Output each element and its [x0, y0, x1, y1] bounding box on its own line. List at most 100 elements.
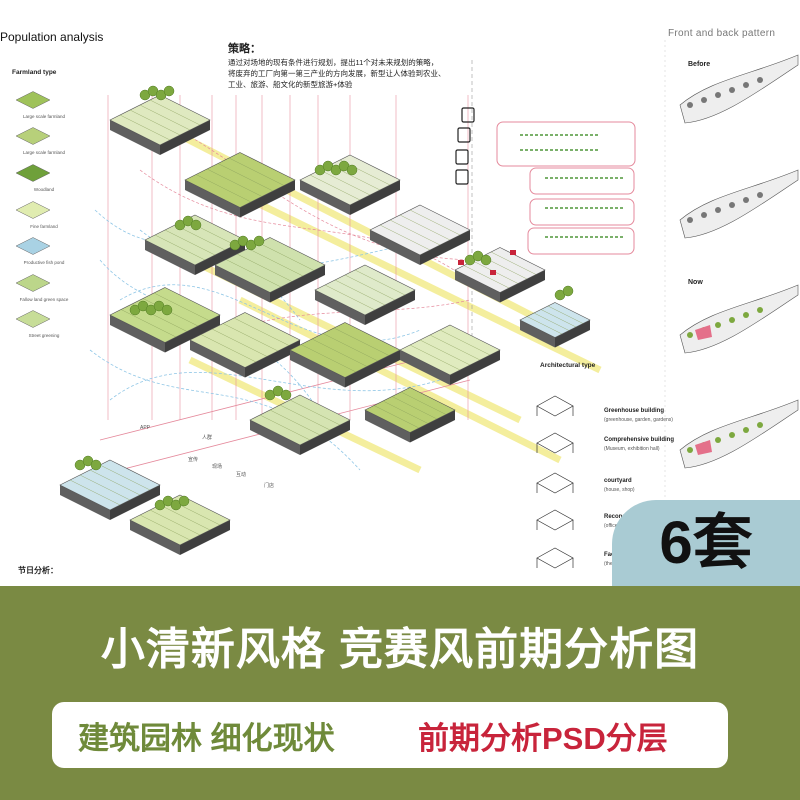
site-tile [249, 394, 351, 446]
site-tile-stripe [333, 327, 390, 356]
site-tile-stripe [463, 265, 510, 289]
site-tile-stripe [164, 229, 216, 256]
page-title: Population analysis [0, 30, 104, 44]
tree-cluster [161, 304, 173, 316]
flow-line [99, 259, 331, 431]
site-tile-stripe [540, 309, 577, 328]
site-tile-stripe [79, 474, 131, 501]
tree-cluster [90, 459, 102, 471]
terrain-sketch [679, 399, 799, 469]
site-tile [289, 322, 401, 378]
device-icon [455, 169, 469, 185]
terrain-tree [715, 92, 721, 98]
site-tile-stripe [382, 400, 429, 424]
before-label: Before [688, 61, 711, 68]
site-tile-stripe [247, 248, 304, 277]
site-tile-side [190, 340, 245, 378]
site-tile-side [455, 270, 500, 303]
site-tile-stripe [389, 219, 441, 246]
pattern-title: Front and back pattern [668, 28, 776, 39]
device-icon [455, 149, 469, 165]
terrain-tree [757, 307, 763, 313]
site-tile-side [290, 350, 345, 388]
site-tile-stripe [236, 253, 293, 282]
flow-line [159, 119, 481, 261]
farmland-thumb [15, 127, 51, 145]
site-tile-side [130, 520, 180, 555]
site-tile-stripe [222, 323, 279, 352]
set-count-badge [612, 500, 800, 586]
tree-cluster [178, 495, 190, 507]
site-tile [184, 152, 296, 208]
site-tile-stripe [373, 405, 420, 429]
farmland-label: Large scale farmland [22, 114, 66, 119]
terrain-tree [757, 422, 763, 428]
site-tile-side [160, 120, 210, 155]
site-tile-side [520, 320, 555, 348]
terrain-tree [715, 322, 721, 328]
tag-pill [52, 702, 728, 768]
set-count-text: 6套 [659, 509, 753, 576]
site-tile-side [315, 290, 365, 325]
site-tile-side [165, 315, 220, 353]
terrain-tree [701, 212, 707, 218]
building-sketch [536, 547, 574, 569]
site-tile-stripe [409, 344, 461, 371]
arch-type-name: Comprehensive building [604, 437, 675, 443]
site-tile [399, 324, 501, 376]
terrain-tree [687, 102, 693, 108]
site-tile-side [245, 340, 300, 378]
site-tile-side [240, 180, 295, 218]
now-label: Now [688, 279, 703, 286]
banner-headline: 小清新风格 竞赛风前期分析图 [100, 625, 700, 674]
tree-cluster [190, 219, 202, 231]
site-tile-stripe [120, 309, 177, 338]
flow-line [109, 371, 441, 401]
site-tile-side [420, 230, 470, 265]
site-tile [144, 214, 246, 266]
device-icon [461, 107, 475, 123]
tree-cluster [480, 254, 492, 266]
terrain-tree [715, 437, 721, 443]
site-tile-stripe [259, 414, 311, 441]
arch-type-name: Greenhouse building [604, 408, 665, 414]
site-tile-stripe [322, 333, 379, 362]
site-tile-stripe [311, 338, 368, 367]
site-tile-stripe [206, 168, 263, 197]
tree-cluster [562, 285, 574, 297]
holiday-analysis-label: 节日分析： [18, 566, 58, 575]
site-tile-stripe [419, 339, 471, 366]
terrain-tree [729, 432, 735, 438]
site-tile-stripe [409, 209, 461, 236]
marker [490, 270, 496, 275]
site-tile-stripe [233, 317, 290, 346]
axis-label: 门店 [264, 483, 275, 489]
site-tile-stripe [89, 469, 141, 496]
site-tile-stripe [195, 174, 252, 203]
site-tile-side [365, 290, 415, 325]
site-tile-side [270, 265, 325, 303]
site-tile-stripe [309, 174, 361, 201]
terrain-tree [701, 97, 707, 103]
site-tile-stripe [439, 329, 491, 356]
strategy-box [529, 167, 635, 195]
farmland-label: Woodland [33, 187, 55, 192]
terrain-highlight [695, 440, 712, 455]
arch-type-sub: (house, shop) [604, 487, 635, 493]
guide-band [208, 176, 602, 374]
site-tile-stripe [159, 504, 211, 531]
axis-label: 宣传 [188, 457, 199, 463]
site-tile [314, 264, 416, 316]
site-tile-stripe [533, 312, 570, 331]
terrain-tree [743, 427, 749, 433]
strategy-title: 策略： [228, 43, 261, 55]
site-tile [109, 287, 221, 343]
site-tile-stripe [289, 399, 341, 426]
terrain-highlight [695, 325, 712, 340]
analysis-diagram [15, 40, 799, 569]
terrain-tree [729, 202, 735, 208]
farmland-label: Street greening [28, 333, 60, 338]
site-tile-stripe [154, 234, 206, 261]
site-tile [189, 312, 301, 368]
farmland-title: Farmland type [12, 69, 57, 76]
